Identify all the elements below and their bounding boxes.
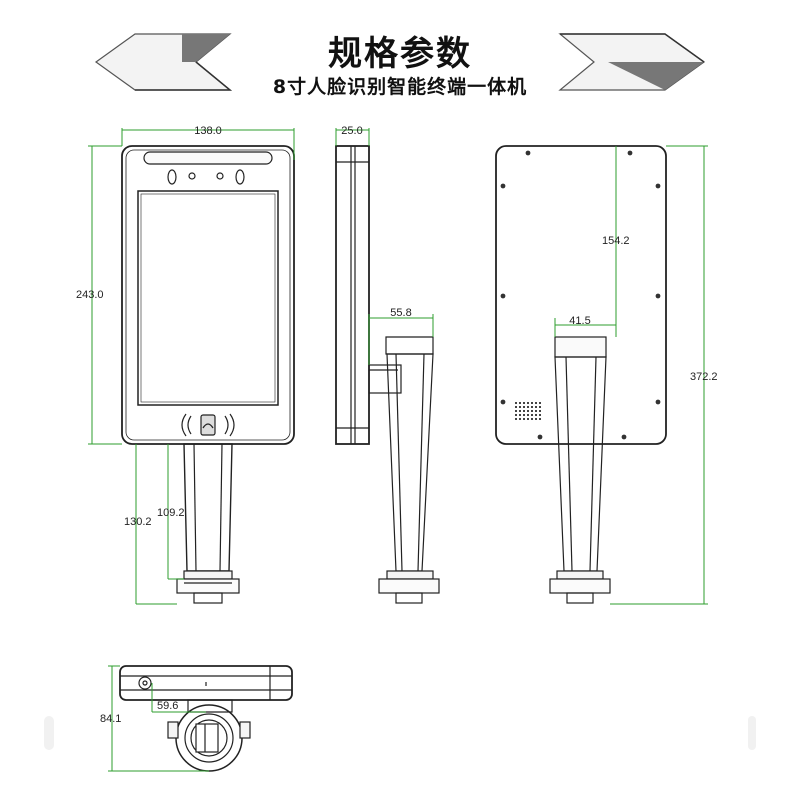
rear-dimensions (554, 145, 708, 605)
page-title: 规格参数 (328, 34, 472, 74)
left-arrow-decoration (94, 33, 233, 91)
dim-bracket-offset: 55.8 (390, 307, 411, 319)
page-edge-right (748, 716, 756, 750)
speaker-grille (515, 402, 541, 420)
dim-base-depth: 84.1 (100, 713, 121, 725)
top-view (119, 665, 293, 772)
top-dimensions (108, 665, 209, 772)
side-dimensions (335, 128, 434, 365)
side-view (335, 145, 440, 604)
dim-depth: 25.0 (341, 125, 362, 137)
rear-view (495, 145, 667, 604)
nfc-icon (181, 413, 235, 437)
front-dimensions (88, 128, 295, 605)
dim-pole-total: 130.2 (124, 516, 152, 528)
page-edge-left (44, 716, 54, 750)
dim-height: 243.0 (76, 289, 104, 301)
dim-base-offset: 59.6 (157, 700, 178, 712)
right-arrow-decoration (558, 33, 706, 91)
dim-mount-width: 41.5 (569, 315, 590, 327)
dim-pole-inner: 109.2 (157, 507, 185, 519)
front-view (121, 145, 295, 604)
dim-width: 138.0 (194, 125, 222, 137)
page-subtitle: 8寸人脸识别智能终端一体机 (272, 76, 528, 98)
dim-mount-height: 154.2 (602, 235, 630, 247)
dim-overall-height: 372.2 (690, 371, 718, 383)
